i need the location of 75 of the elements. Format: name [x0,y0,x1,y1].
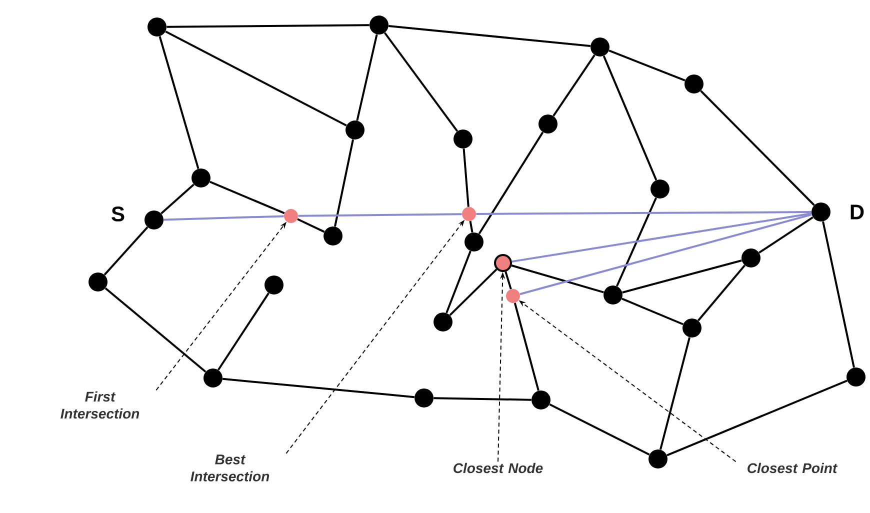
highlighted-node [494,254,512,272]
network-link [469,220,474,233]
callout-label: Closest Node [454,462,543,474]
network-link [104,287,206,373]
network-link [388,24,590,48]
network-node [192,168,210,188]
network-link [549,403,650,456]
node-letter: S [112,206,124,222]
network-node [742,248,760,268]
intersection-point [462,207,476,221]
sight-line [512,212,812,263]
network-link [446,250,472,314]
network-link [616,197,657,287]
network-link [218,292,270,370]
network-link [478,132,544,234]
network-node [144,210,164,230]
network-link [334,139,354,227]
network-node [682,318,702,338]
network-node [846,368,866,386]
network-node [370,16,388,34]
sight-line [520,214,812,296]
network-node [414,388,434,408]
network-link [165,30,347,126]
network-link [666,380,848,456]
network-node [604,286,622,304]
network-link [384,32,458,132]
network-node [538,114,558,134]
sight-line [298,213,462,217]
network-node [464,232,484,252]
callout-label: Best Intersection [190,454,270,482]
network-link [622,260,742,294]
network-node [684,74,704,94]
network-link [758,216,814,254]
network-node [434,312,452,332]
network-link [356,34,378,121]
network-node [346,120,364,140]
network-link [514,302,540,391]
network-link [222,378,414,398]
network-node [650,180,670,198]
network-link [698,264,746,322]
network-link [602,56,658,180]
network-node [532,390,550,410]
network-node [88,272,108,292]
network-node [590,38,610,56]
network-link [552,54,596,117]
sight-line [476,211,812,215]
network-node [812,202,830,222]
network-node [148,18,166,36]
network-node [648,450,668,468]
callout-label: Closest Point [748,462,838,474]
node-letter: D [850,204,864,220]
intersection-point [506,289,520,303]
network-link [622,298,684,326]
network-link [160,184,194,214]
network-node [324,226,342,246]
network-link [462,148,470,207]
network-link [822,221,855,368]
network-link [700,90,815,206]
network-link [166,24,370,28]
network-link [608,50,686,82]
network-node [264,276,284,294]
network-link [297,218,325,233]
network-node [454,130,472,148]
network-link [104,226,148,276]
network-link [158,36,200,169]
network-node [204,368,222,388]
network-link [449,268,498,316]
network-link [504,271,512,290]
network-link [511,264,604,294]
intersection-point [284,209,298,223]
sight-line [164,215,284,221]
callout-label: First Intersection [60,391,140,419]
network-link [210,180,285,214]
network-link [434,397,532,401]
network-link [659,337,691,450]
